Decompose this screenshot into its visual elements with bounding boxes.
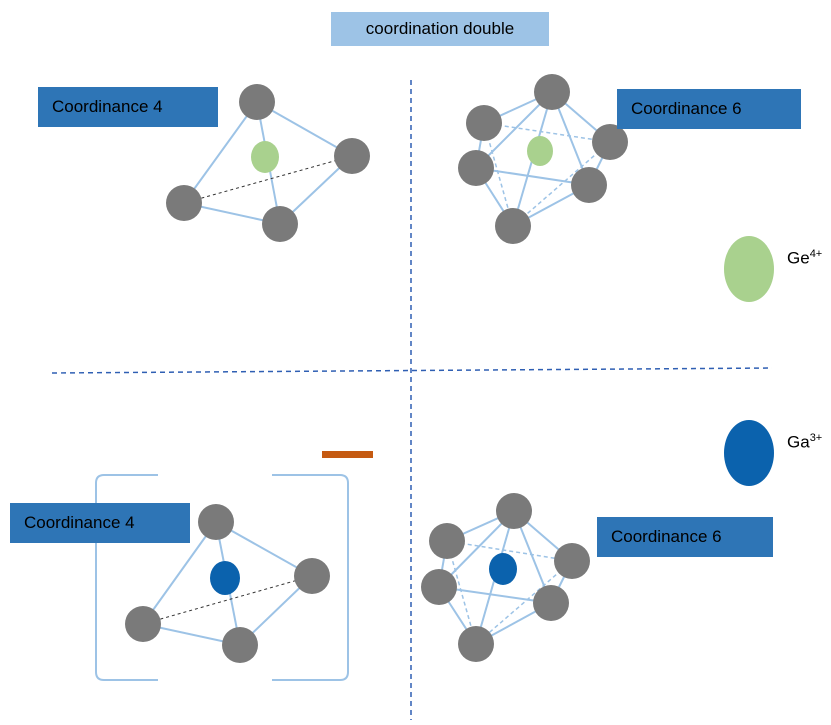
oxygen-atom bbox=[533, 585, 569, 621]
oxygen-atom bbox=[466, 105, 502, 141]
legend-ga-symbol: Ga bbox=[787, 432, 810, 452]
legend-ga-label: Ga3+ bbox=[787, 432, 822, 453]
ge-ion-center bbox=[527, 136, 553, 166]
ga-ion-center bbox=[210, 561, 240, 595]
minus-sign bbox=[322, 451, 373, 458]
oxygen-atom bbox=[554, 543, 590, 579]
oxygen-atom bbox=[571, 167, 607, 203]
legend-ge-swatch bbox=[724, 236, 774, 302]
oxygen-atom bbox=[458, 150, 494, 186]
label-top-right-text: Coordinance 6 bbox=[631, 99, 742, 118]
legend-ga-charge: 3+ bbox=[809, 432, 823, 444]
label-bottom-left-text: Coordinance 4 bbox=[24, 513, 135, 532]
label-top-right: Coordinance 6 bbox=[617, 89, 801, 129]
oxygen-atom bbox=[334, 138, 370, 174]
oxygen-atom bbox=[534, 74, 570, 110]
label-bottom-right-text: Coordinance 6 bbox=[611, 527, 722, 546]
label-top-left-text: Coordinance 4 bbox=[52, 97, 163, 116]
horizontal-divider bbox=[51, 367, 773, 374]
label-top-left: Coordinance 4 bbox=[38, 87, 218, 127]
ga-ion-center bbox=[489, 553, 517, 585]
oxygen-atom bbox=[421, 569, 457, 605]
label-bottom-left: Coordinance 4 bbox=[10, 503, 190, 543]
oxygen-atom bbox=[429, 523, 465, 559]
charge-brackets bbox=[95, 474, 349, 681]
oxygen-atom bbox=[458, 626, 494, 662]
oxygen-atom bbox=[125, 606, 161, 642]
tetrahedron-ga bbox=[125, 504, 330, 663]
oxygen-atom bbox=[592, 124, 628, 160]
octahedron-ga bbox=[421, 493, 590, 662]
oxygen-atom bbox=[222, 627, 258, 663]
legend-ga-swatch bbox=[724, 420, 774, 486]
octahedron-ge bbox=[458, 74, 628, 244]
label-bottom-right: Coordinance 6 bbox=[597, 517, 773, 557]
legend-ge-symbol: Ge bbox=[787, 248, 810, 268]
diagram-title-text: coordination double bbox=[365, 19, 515, 38]
oxygen-atom bbox=[239, 84, 275, 120]
oxygen-atom bbox=[198, 504, 234, 540]
oxygen-atom bbox=[496, 493, 532, 529]
oxygen-atom bbox=[294, 558, 330, 594]
oxygen-atom bbox=[495, 208, 531, 244]
legend-ge-label: Ge4+ bbox=[787, 248, 822, 269]
tetrahedron-ge bbox=[166, 84, 370, 242]
diagram-title: coordination double bbox=[331, 12, 549, 46]
legend-ge-charge: 4+ bbox=[809, 248, 823, 260]
oxygen-atom bbox=[262, 206, 298, 242]
ge-ion-center bbox=[251, 141, 279, 173]
oxygen-atom bbox=[166, 185, 202, 221]
